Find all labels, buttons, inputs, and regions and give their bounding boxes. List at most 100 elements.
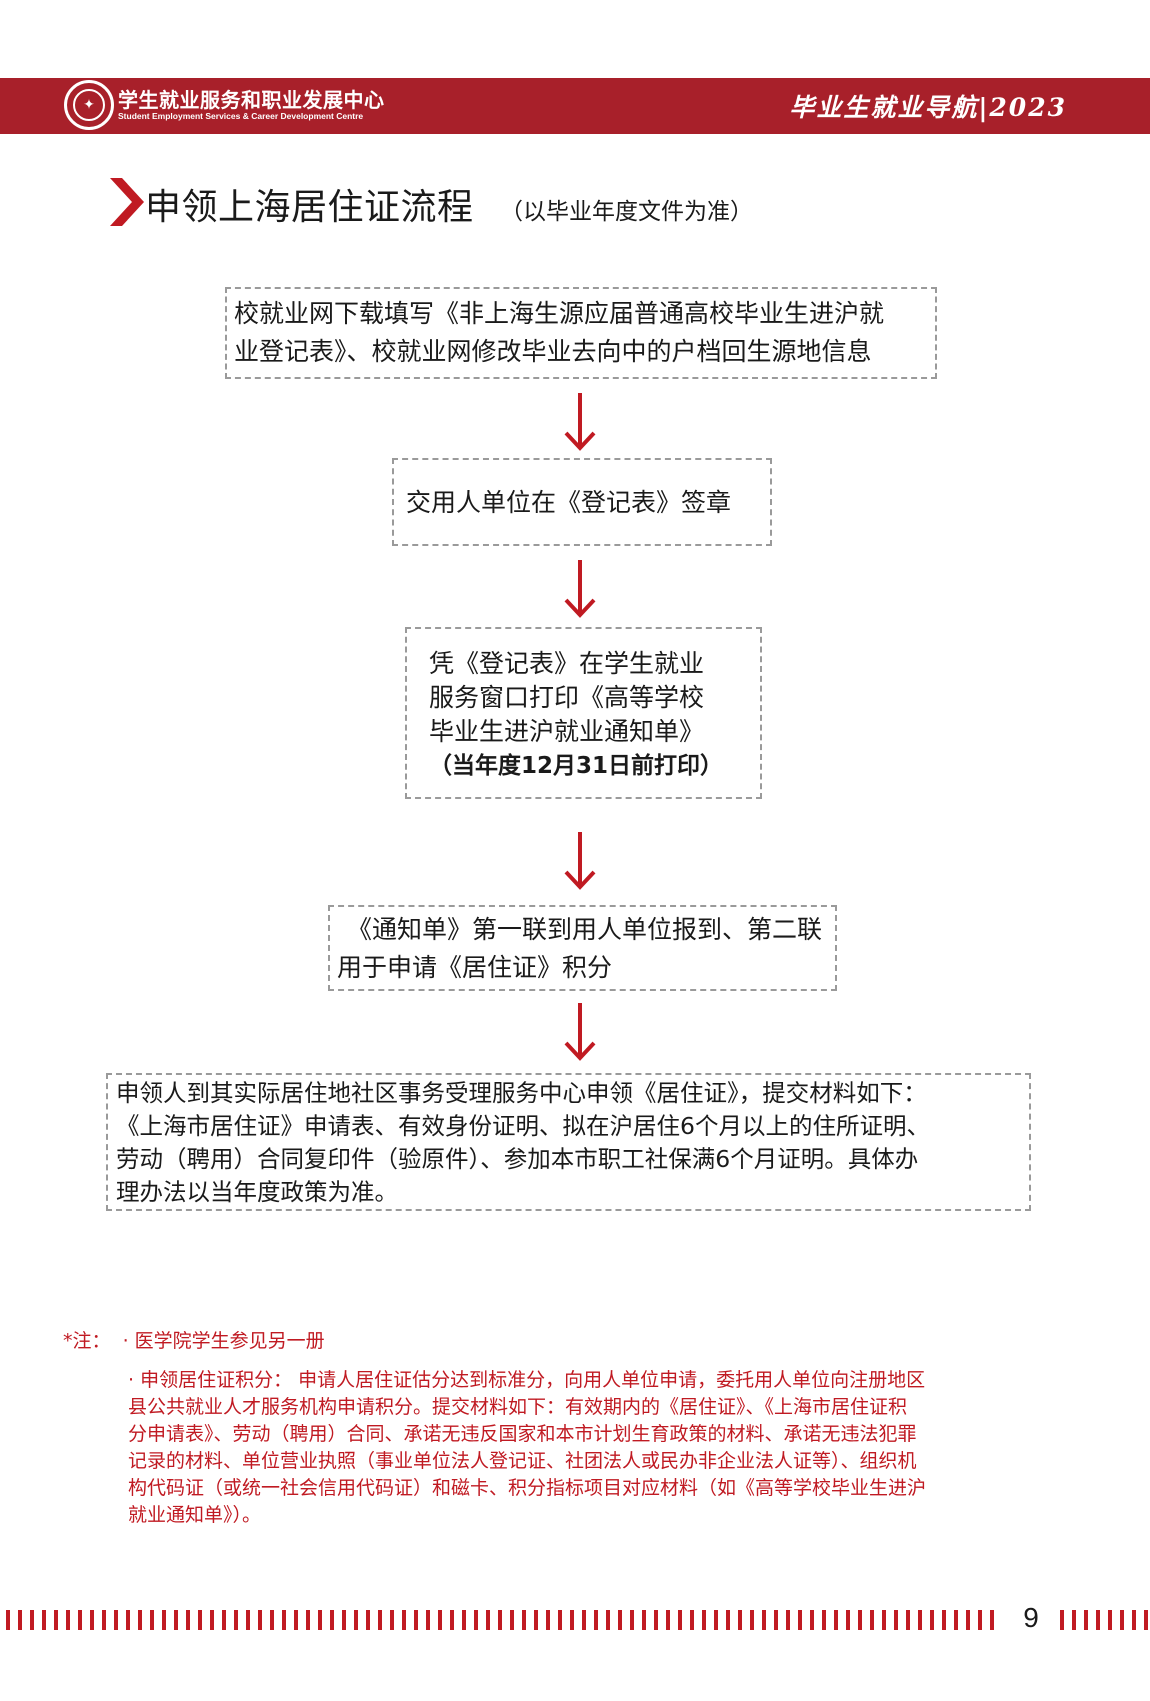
flow-step-1: 校就业网下载填写《非上海生源应届普通高校毕业生进沪就 业登记表》、校就业网修改毕… (225, 287, 937, 379)
notes-line: 构代码证（或统一社会信用代码证）和磁卡、积分指标项目对应材料（如《高等学校毕业生… (128, 1477, 927, 1499)
footer-dash (462, 1610, 466, 1630)
university-seal-icon: ✦ (64, 80, 114, 130)
footer-dash (666, 1610, 670, 1630)
footer-dash (546, 1610, 550, 1630)
footer-dash (138, 1610, 142, 1630)
footer-dash (342, 1610, 346, 1630)
notes-line: 县公共就业人才服务机构申请积分。提交材料如下：有效期内的《居住证》、《上海市居住… (128, 1396, 908, 1418)
arrow-down-icon (564, 560, 596, 618)
footer-dash (18, 1610, 22, 1630)
footer-dash (174, 1610, 178, 1630)
step-line: 用于申请《居住证》积分 (337, 953, 613, 982)
footer-dash (774, 1610, 778, 1630)
footer-dash (414, 1610, 418, 1630)
footer-dash (618, 1610, 622, 1630)
footer-dash (894, 1610, 898, 1630)
step-line: 《通知单》第一联到用人单位报到、第二联 (347, 915, 823, 944)
footer-dash (1144, 1610, 1148, 1630)
footer-dash (750, 1610, 754, 1630)
footer-dash (990, 1610, 994, 1630)
footer-dash (966, 1610, 970, 1630)
footer-dash-rule (6, 1610, 1148, 1630)
flow-step-3: 凭《登记表》在学生就业 服务窗口打印《高等学校 毕业生进沪就业通知单》 （当年度… (405, 627, 762, 799)
footer-dash (282, 1610, 286, 1630)
arrow-down-icon (564, 393, 596, 451)
footer-dash (930, 1610, 934, 1630)
footer-dash (870, 1610, 874, 1630)
footer-dash (942, 1610, 946, 1630)
footer-dash (318, 1610, 322, 1630)
footer-dash (66, 1610, 70, 1630)
footer-dash (534, 1610, 538, 1630)
footer-dash (510, 1610, 514, 1630)
footer-dash (90, 1610, 94, 1630)
footer-dash (1132, 1610, 1136, 1630)
footer-dash (1120, 1610, 1124, 1630)
footer-dash (234, 1610, 238, 1630)
org-name-en: Student Employment Services & Career Dev… (118, 111, 364, 121)
footer-dash (978, 1610, 982, 1630)
footer-dash (858, 1610, 862, 1630)
footer-dash (1060, 1610, 1064, 1630)
footer-dash (594, 1610, 598, 1630)
footer-dash (762, 1610, 766, 1630)
footer-dash (798, 1610, 802, 1630)
guide-title: 毕业生就业导航|2023 (789, 93, 1067, 122)
footer-dash (78, 1610, 82, 1630)
footer-dash (474, 1610, 478, 1630)
footer-dash (570, 1610, 574, 1630)
footer-dash (42, 1610, 46, 1630)
flow-step-4: 《通知单》第一联到用人单位报到、第二联 用于申请《居住证》积分 (328, 905, 837, 991)
header-bar (0, 78, 1150, 134)
footer-dash (1084, 1610, 1088, 1630)
footer-dash (6, 1610, 10, 1630)
footer-dash (498, 1610, 502, 1630)
step-line: 服务窗口打印《高等学校 (429, 683, 705, 712)
footer-dash (846, 1610, 850, 1630)
chevron-right-icon (110, 178, 144, 226)
footer-dash (102, 1610, 106, 1630)
footer-dash (822, 1610, 826, 1630)
footer-dash (438, 1610, 442, 1630)
footer-dash (330, 1610, 334, 1630)
footer-dash (150, 1610, 154, 1630)
footer-dash (222, 1610, 226, 1630)
footer-dash (522, 1610, 526, 1630)
step-line: 《上海市居住证》申请表、有效身份证明、拟在沪居住6个月以上的住所证明、 (116, 1112, 930, 1140)
step-line: （当年度12月31日前打印） (429, 753, 724, 779)
footer-dash (294, 1610, 298, 1630)
notes-label: *注： (63, 1330, 111, 1352)
footer-dash (678, 1610, 682, 1630)
footer-dash (954, 1610, 958, 1630)
footer-dash (258, 1610, 262, 1630)
page-title: 申领上海居住证流程 (145, 187, 474, 228)
notes-line: 分申请表》、劳动（聘用）合同、承诺无违反国家和本市计划生育政策的材料、承诺无违法… (128, 1423, 917, 1445)
footer-dash (306, 1610, 310, 1630)
step-line: 劳动（聘用）合同复印件（验原件）、参加本市职工社保满6个月证明。具体办 (116, 1145, 919, 1173)
step-line: 业登记表》、校就业网修改毕业去向中的户档回生源地信息 (234, 337, 872, 366)
footer-dash (834, 1610, 838, 1630)
notes-line: 就业通知单》）。 (128, 1504, 262, 1526)
footer-dash (54, 1610, 58, 1630)
footer-dash (738, 1610, 742, 1630)
org-name-cn: 学生就业服务和职业发展中心 (118, 88, 385, 112)
footer-dash (1096, 1610, 1100, 1630)
footer-dash (30, 1610, 34, 1630)
footer-dash (126, 1610, 130, 1630)
step-line: 交用人单位在《登记表》签章 (406, 488, 732, 517)
step-line: 校就业网下载填写《非上海生源应届普通高校毕业生进沪就 (234, 299, 885, 328)
notes-section: *注： · 医学院学生参见另一册 · 申领居住证积分： 申请人居住证估分达到标准… (63, 1328, 1063, 1529)
footer-dash (390, 1610, 394, 1630)
footer-dash (726, 1610, 730, 1630)
footer-dash (918, 1610, 922, 1630)
footer-dash (354, 1610, 358, 1630)
footer-dash (630, 1610, 634, 1630)
footer-dash (642, 1610, 646, 1630)
notes-line: 记录的材料、单位营业执照（事业单位法人登记证、社团法人或民办非企业法人证等）、组… (128, 1450, 917, 1472)
notes-line: · 申领居住证积分： 申请人居住证估分达到标准分，向用人单位申请，委托用人单位向… (128, 1369, 926, 1391)
footer-dash (186, 1610, 190, 1630)
footer-dash (654, 1610, 658, 1630)
step-line: 凭《登记表》在学生就业 (429, 649, 705, 678)
footer-dash (210, 1610, 214, 1630)
footer-dash (810, 1610, 814, 1630)
